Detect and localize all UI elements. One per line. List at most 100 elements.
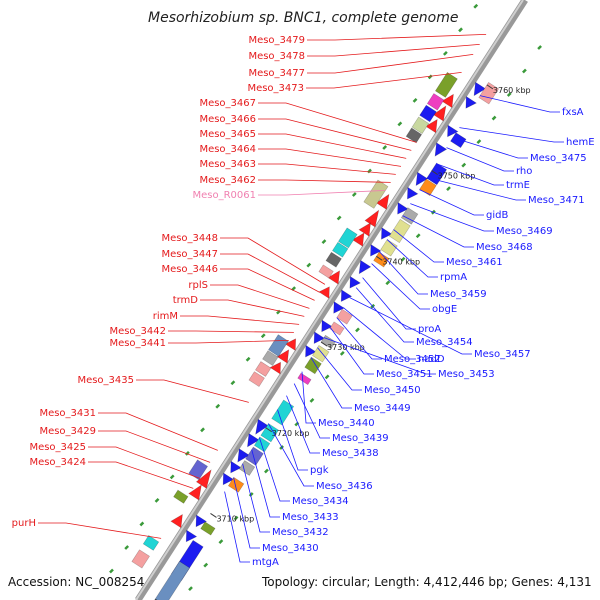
gene-feature-16 [426,93,445,111]
gene-feature-71 [260,423,279,443]
left-gene-label: purH [12,518,36,529]
gene-feature-57 [450,132,467,149]
gene-glyph-25 [268,334,289,357]
track-tick [230,380,236,386]
gene-glyph-54 [195,514,208,528]
kbp-tick [486,84,494,90]
gene-feature-34 [465,96,477,109]
left-gene-label: Meso_3424 [29,457,86,468]
gene-feature-53 [222,472,235,486]
left-gene-label: Meso_3435 [77,375,134,386]
gene-feature-42 [358,259,372,275]
right-label-connector [410,203,494,232]
right-label-connector [446,147,514,172]
left-label-connector [98,430,211,463]
gene-glyph-49 [255,418,269,435]
right-gene-label: fxsA [562,107,584,118]
track-tick [248,492,254,497]
right-label-connector [251,449,280,518]
left-label-connector [258,163,396,175]
right-label-connector [379,251,428,295]
right-gene-label: Meso_3449 [354,403,411,414]
gene-feature-35 [447,124,459,138]
left-gene-label: Meso_3467 [199,98,256,109]
gene-glyph-0 [441,93,454,109]
gene-glyph-50 [247,432,260,448]
gene-glyph-51 [237,448,250,463]
right-label-connector [371,263,430,310]
left-label-connector [258,148,402,167]
gene-glyph-27 [255,361,272,377]
kbp-label: 3760 kbp [493,86,531,95]
gene-glyph-8 [318,286,330,299]
right-label-connector [459,127,564,143]
track-tick [218,539,224,544]
gene-feature-75 [227,476,245,493]
gene-glyph-57 [450,132,467,149]
right-gene-label: pgk [310,465,329,476]
right-gene-label: Meso_3475 [530,153,587,164]
gene-glyph-73 [245,446,264,466]
gene-feature-47 [313,331,326,344]
left-gene-label: Meso_3442 [109,326,166,337]
gene-feature-30 [173,489,189,504]
gene-glyph-18 [411,116,430,135]
left-gene-label: Meso_3448 [161,233,218,244]
track-tick [385,280,391,286]
gene-feature-6 [351,232,365,247]
right-gene-label: Meso_3434 [292,496,349,507]
track-tick [442,50,448,56]
gene-feature-72 [253,436,271,453]
left-gene-label: Meso_3465 [199,129,256,140]
gene-glyph-42 [358,259,372,275]
gene-feature-22 [332,241,349,258]
right-label-connector [419,189,484,216]
gene-feature-25 [268,334,289,357]
gene-glyph-36 [434,142,448,157]
left-gene-label: rimM [153,311,178,322]
track-tick [154,498,160,503]
gene-glyph-38 [407,186,419,200]
gene-feature-0 [441,93,454,109]
left-gene-label: Meso_3463 [199,159,256,170]
track-tick [321,239,327,244]
left-label-connector [168,340,289,344]
gene-feature-7 [327,270,341,285]
track-tick [458,27,463,33]
gene-glyph-46 [321,319,333,333]
track-tick [355,327,360,333]
gene-glyph-32 [131,549,150,569]
track-tick [309,398,315,403]
gene-glyph-60 [400,207,419,225]
gene-feature-24 [318,264,334,279]
right-gene-label: trmE [506,180,530,191]
gene-glyph-71 [260,423,279,443]
left-gene-label: Meso_3466 [199,114,256,125]
right-gene-label: Meso_3436 [316,481,373,492]
gene-feature-37 [415,171,429,187]
left-label-connector [88,461,194,489]
right-gene-label: Meso_3457 [474,349,531,360]
right-gene-label: Meso_3461 [446,257,503,268]
gene-glyph-5 [358,222,371,237]
right-label-connector [452,137,528,159]
left-label-connector [258,133,407,159]
right-label-connector [386,239,438,278]
right-label-connector [224,491,250,563]
gene-glyph-14 [170,513,183,529]
gene-glyph-24 [318,264,334,279]
gene-feature-49 [255,418,269,435]
gene-glyph-15 [434,71,458,98]
gene-glyph-43 [349,275,361,289]
right-gene-label: proA [418,324,441,335]
left-label-connector [258,190,386,196]
track-tick [537,45,542,50]
gene-feature-54 [195,514,208,528]
gene-glyph-67 [311,344,330,363]
gene-feature-67 [311,344,330,363]
gene-feature-62 [380,239,398,257]
right-label-connector [310,357,352,409]
track-tick [260,333,266,339]
right-label-connector [393,229,444,263]
right-label-connector [479,95,560,113]
